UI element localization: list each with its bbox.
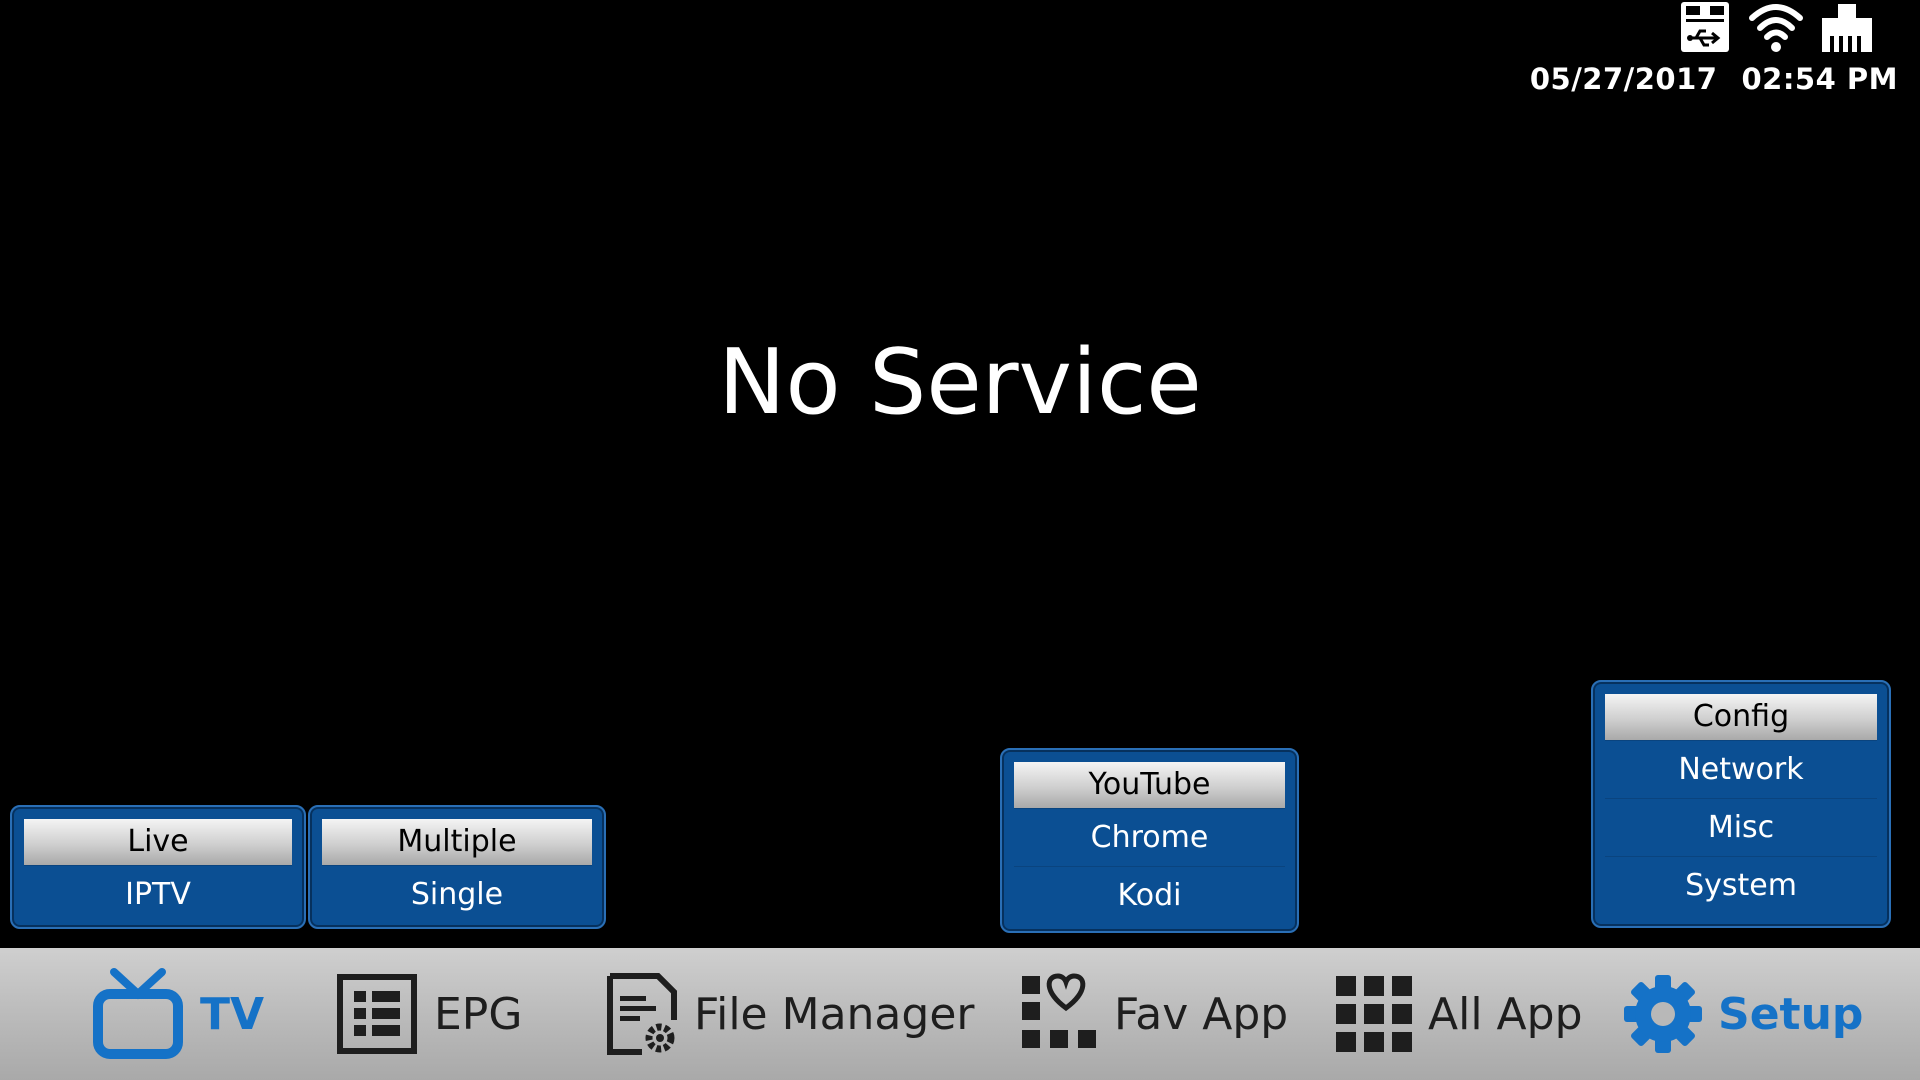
date-time-display: 05/27/2017 02:54 PM [1530, 62, 1898, 96]
menu-item-single[interactable]: Single [410, 877, 504, 912]
menu-item-misc[interactable]: Misc [1605, 799, 1877, 857]
setup-gear-icon [1624, 975, 1702, 1053]
nav-all-app-label: All App [1428, 988, 1583, 1040]
tv-submenu: Live IPTV [10, 805, 306, 929]
nav-epg[interactable]: EPG [336, 948, 522, 1080]
epg-submenu: Multiple Single [308, 805, 606, 929]
nav-setup[interactable]: Setup [1624, 948, 1863, 1080]
file-manager-icon [607, 973, 677, 1055]
nav-setup-label: Setup [1718, 988, 1864, 1040]
tv-icon [93, 968, 183, 1059]
status-icons [1678, 0, 1898, 56]
nav-file-manager-label: File Manager [694, 988, 975, 1040]
menu-item-iptv[interactable]: IPTV [125, 877, 191, 912]
all-app-grid-icon [1336, 976, 1412, 1052]
menu-item-kodi[interactable]: Kodi [1117, 878, 1182, 913]
wifi-icon [1749, 4, 1803, 52]
nav-tv[interactable]: TV [92, 948, 264, 1080]
epg-list-icon [337, 974, 417, 1054]
setup-submenu: Config Network Misc System [1591, 680, 1891, 928]
menu-item-config[interactable]: Config [1605, 694, 1877, 741]
ethernet-icon [1822, 4, 1872, 52]
menu-item-youtube[interactable]: YouTube [1014, 762, 1285, 809]
fav-app-submenu: YouTube Chrome Kodi [1000, 748, 1299, 933]
bottom-nav-bar: TV EPG File Manager [0, 948, 1920, 1080]
nav-epg-label: EPG [434, 988, 523, 1040]
nav-fav-app-label: Fav App [1114, 988, 1289, 1040]
usb-storage-icon [1681, 2, 1729, 52]
menu-item-live[interactable]: Live [24, 819, 292, 866]
no-service-message: No Service [718, 330, 1202, 435]
fav-app-heart-icon [1022, 973, 1096, 1048]
menu-item-network[interactable]: Network [1605, 741, 1877, 799]
menu-item-system[interactable]: System [1685, 868, 1797, 903]
nav-tv-label: TV [200, 988, 265, 1040]
nav-all-app[interactable]: All App [1336, 948, 1583, 1080]
date-text: 05/27/2017 [1529, 62, 1718, 96]
time-text: 02:54 PM [1741, 62, 1898, 96]
menu-item-chrome[interactable]: Chrome [1014, 809, 1285, 867]
menu-item-multiple[interactable]: Multiple [322, 819, 592, 866]
nav-file-manager[interactable]: File Manager [606, 948, 974, 1080]
nav-fav-app[interactable]: Fav App [1020, 948, 1288, 1080]
